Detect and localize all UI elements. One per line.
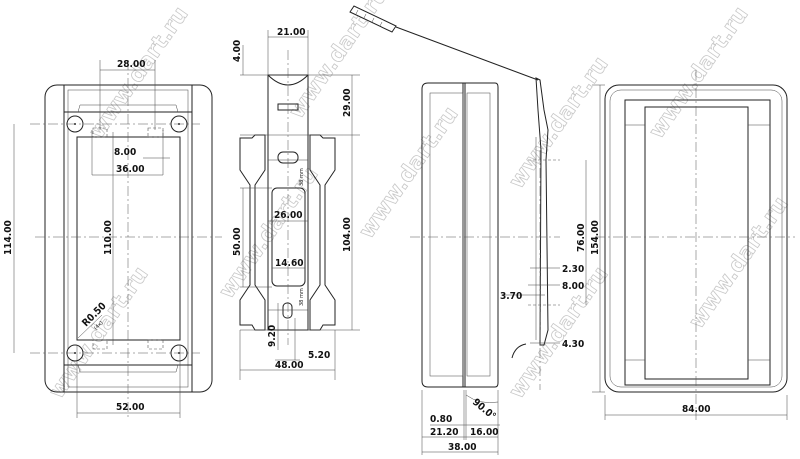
dim-window-height: 110.00 [103, 220, 114, 255]
dim-top-offset: 4.00 [232, 40, 243, 62]
front-view: 28.00 8.00 36.00 114.00 110.00 52.00 R0.… [3, 59, 222, 420]
dim-total-depth: 38.00 [448, 442, 476, 453]
watermark: www.dart.ru [354, 102, 463, 243]
back-view: 154.00 84.00 [590, 70, 795, 420]
dim-front-depth: 21.20 [430, 427, 458, 438]
note-upper: 38 mm [299, 168, 305, 186]
dim-angle: 90.0° [470, 397, 498, 423]
dim-hole-offset: 9.20 [267, 325, 278, 347]
dim-overall-width: 48.00 [275, 360, 303, 371]
dim-upper-height: 29.00 [342, 89, 353, 117]
dim-rear-depth: 16.00 [470, 427, 498, 438]
dim-d4: 4.30 [562, 339, 584, 350]
dim-clip-height: 104.00 [342, 217, 353, 252]
clip-view: 21.00 4.00 29.00 104.00 50.00 26.00 14.6… [232, 27, 360, 380]
dim-top-holes: 28.00 [117, 59, 145, 70]
dim-height: 154.00 [590, 220, 601, 255]
screwdriver [349, 5, 539, 81]
dim-hole-width: 5.20 [308, 350, 330, 361]
watermarks: www.dart.ru www.dart.ru www.dart.ru www.… [44, 0, 794, 404]
dim-d3: 3.70 [500, 291, 522, 302]
dim-radius-count: (4x) [93, 320, 104, 331]
watermark: www.dart.ru [644, 2, 753, 143]
dim-slot-height: 50.00 [232, 228, 243, 256]
dim-gap: 0.80 [430, 414, 452, 425]
dim-d1: 2.30 [562, 264, 584, 275]
side-view: 76.00 2.30 8.00 3.70 4.30 0.80 21.20 16.… [349, 5, 587, 455]
watermark: www.dart.ru [504, 262, 613, 403]
dim-tab-span: 36.00 [116, 164, 144, 175]
note-lower: 38 mm [299, 288, 305, 306]
watermark: www.dart.ru [44, 262, 153, 403]
watermark: www.dart.ru [214, 162, 323, 303]
dim-hole-horizontal: 52.00 [116, 402, 144, 413]
dim-inner-width: 14.60 [275, 258, 303, 269]
dim-top-width: 21.00 [277, 27, 305, 38]
watermark: www.dart.ru [684, 192, 793, 333]
dim-d2: 8.00 [562, 281, 584, 292]
dim-tab-width: 8.00 [114, 147, 136, 158]
dim-width: 84.00 [682, 404, 710, 415]
dim-hole-vertical: 114.00 [3, 220, 14, 255]
dim-slot-width: 26.00 [274, 210, 302, 221]
dim-rail-span: 76.00 [576, 224, 587, 252]
